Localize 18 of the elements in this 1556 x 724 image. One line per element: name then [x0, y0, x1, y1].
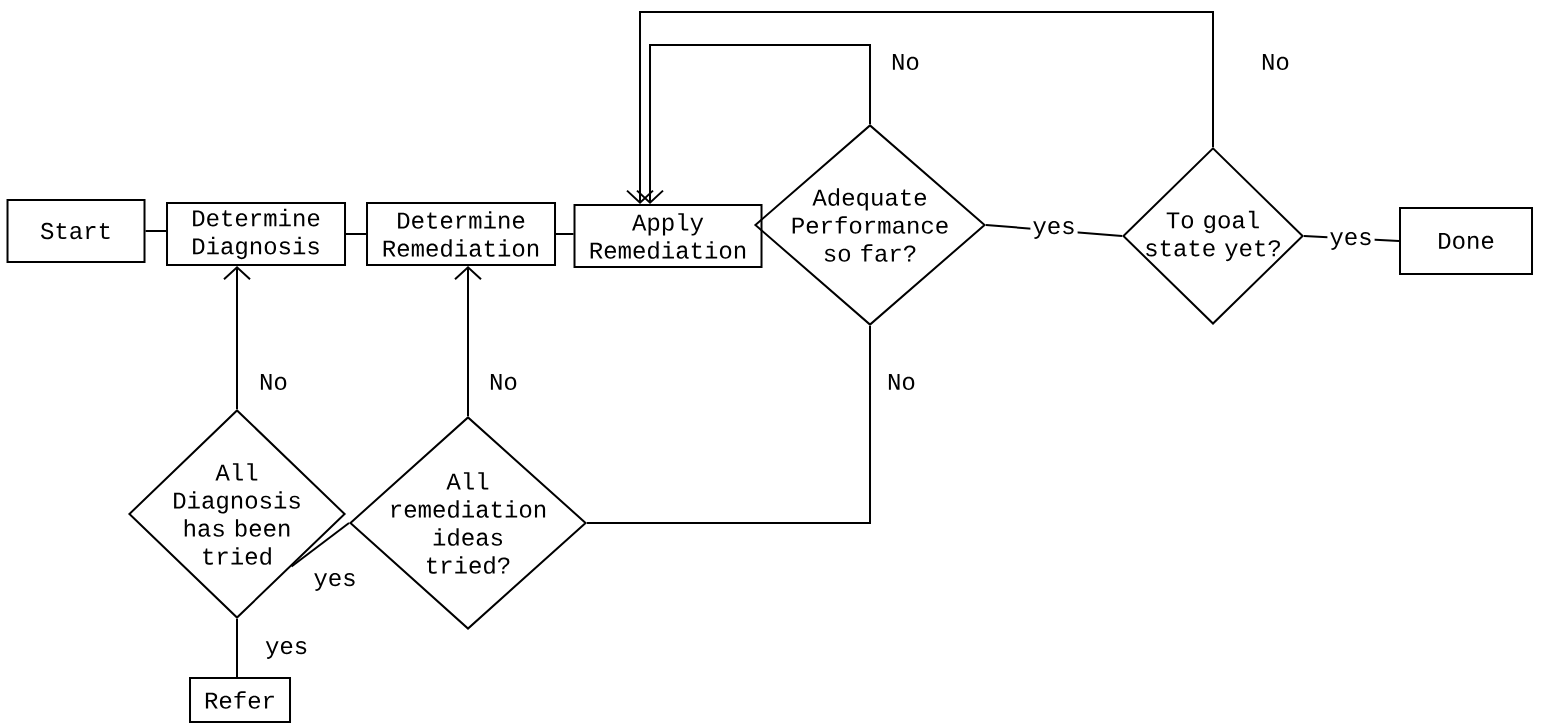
- edge-label: No: [257, 371, 290, 392]
- process-box: Start: [6, 199, 146, 263]
- process-box: Determine Remediation: [366, 202, 556, 266]
- arrow: [636, 44, 871, 204]
- edge-label: No: [1259, 52, 1292, 72]
- edge-label: yes: [1327, 230, 1375, 252]
- edge-label: No: [487, 371, 520, 392]
- process-box: Refer: [189, 677, 291, 723]
- edge-label: No: [889, 52, 922, 72]
- arrow: [454, 266, 482, 417]
- arrow: [626, 11, 1214, 204]
- edge-label: yes: [1030, 219, 1078, 241]
- arrow: [223, 266, 251, 410]
- edge-label: No: [885, 371, 918, 392]
- process-box: Apply Remediation: [573, 204, 763, 268]
- edge-label: yes: [263, 639, 311, 661]
- process-box: Done: [1399, 207, 1533, 275]
- process-box: Determine Diagnosis: [166, 202, 346, 266]
